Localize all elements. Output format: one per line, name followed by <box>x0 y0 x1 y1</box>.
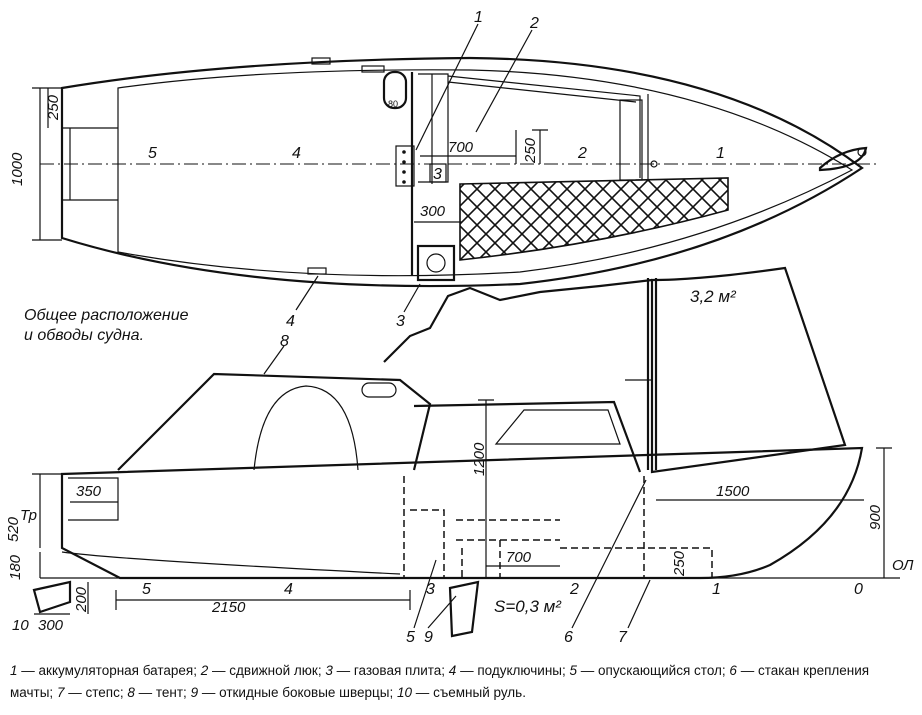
plan-callout-2: 2 <box>529 15 539 32</box>
dim-side-180: 180 <box>7 554 24 580</box>
rudder-h: 200 <box>73 586 90 613</box>
rudder-w: 300 <box>38 617 64 634</box>
svg-text:80: 80 <box>388 99 398 109</box>
legend-item: 10 — съемный руль. <box>397 685 526 700</box>
side-view: 3,2 м² 1200 520 180 Тр 350 1500 <box>5 266 914 646</box>
caption-line-1: Общее расположение <box>24 307 189 324</box>
plan-view: 3 80 1000 250 700 250 300 5 4 2 1 <box>9 9 880 330</box>
dim-side-700: 700 <box>506 549 532 566</box>
plan-zone-2: 2 <box>577 145 587 162</box>
station-0: 0 <box>854 581 863 598</box>
dim-side-350: 350 <box>76 483 102 500</box>
rudder-area: S=0,3 м² <box>494 597 562 616</box>
plan-callout-4: 4 <box>286 313 295 330</box>
station-5: 5 <box>142 581 151 598</box>
gas-stove <box>416 244 456 282</box>
station-1: 1 <box>712 581 721 598</box>
plan-hull-outline <box>60 56 864 288</box>
station-4: 4 <box>284 581 293 598</box>
dim-side-900: 900 <box>867 504 884 530</box>
figure-caption: Общее расположение и обводы судна. <box>24 306 234 346</box>
side-hull <box>60 446 864 580</box>
label-ol: ОЛ <box>892 557 914 574</box>
plan-tag-3: 3 <box>433 166 442 183</box>
legend-item: 8 — тент; <box>127 685 187 700</box>
awning <box>117 372 432 471</box>
oarlock-top <box>311 57 331 65</box>
legend-item: 6 — стакан крепления мачты; <box>10 663 870 700</box>
legend: 1 — аккумуляторная батарея; 2 — сдвижной… <box>10 660 915 704</box>
dim-plan-250: 250 <box>45 94 62 121</box>
legend-item: 2 — сдвижной люк; <box>200 663 322 678</box>
dim-beam-1000: 1000 <box>9 152 26 186</box>
mast <box>646 278 658 470</box>
label-tr: Тр <box>20 507 37 524</box>
legend-item: 9 — откидные боковые шверцы; <box>190 685 394 700</box>
berth-cushion <box>459 177 729 261</box>
plan-deck-outline <box>117 69 854 277</box>
sail-area: 3,2 м² <box>690 287 737 306</box>
cabin <box>413 400 642 473</box>
rudder-num: 10 <box>12 617 29 634</box>
plan-zone-5: 5 <box>148 145 157 162</box>
plan-callout-1: 1 <box>474 9 483 26</box>
dim-plan-300: 300 <box>420 203 446 220</box>
dim-side-520: 520 <box>5 516 22 542</box>
dim-side-1500: 1500 <box>716 483 750 500</box>
dim-plan-700: 700 <box>448 139 474 156</box>
legend-item: 1 — аккумуляторная батарея; <box>10 663 197 678</box>
legend-item: 5 — опускающийся стол; <box>569 663 726 678</box>
side-callout-9: 9 <box>424 629 433 646</box>
removable-rudder <box>32 580 72 614</box>
plan-zone-1: 1 <box>716 145 725 162</box>
oarlock-bottom <box>307 267 327 275</box>
station-2: 2 <box>569 581 579 598</box>
side-callout-5: 5 <box>406 629 415 646</box>
leeboard <box>448 580 480 638</box>
dim-side-2150: 2150 <box>211 599 246 616</box>
side-callout-6: 6 <box>564 629 573 646</box>
legend-item: 7 — степс; <box>56 685 124 700</box>
side-callout-7: 7 <box>618 629 628 646</box>
caption-line-2: и обводы судна. <box>24 327 145 344</box>
dim-side-1200: 1200 <box>471 442 488 476</box>
plan-zone-4: 4 <box>292 145 301 162</box>
side-callout-8: 8 <box>280 333 289 350</box>
dim-plan-250b: 250 <box>522 137 539 164</box>
porthole-icon <box>382 70 408 110</box>
sail <box>650 266 847 474</box>
dim-side-250: 250 <box>671 550 688 577</box>
plan-callout-3: 3 <box>396 313 405 330</box>
legend-item: 3 — газовая плита; <box>325 663 446 678</box>
legend-item: 4 — подуключины; <box>448 663 566 678</box>
station-3: 3 <box>426 581 435 598</box>
battery-box <box>395 145 415 187</box>
